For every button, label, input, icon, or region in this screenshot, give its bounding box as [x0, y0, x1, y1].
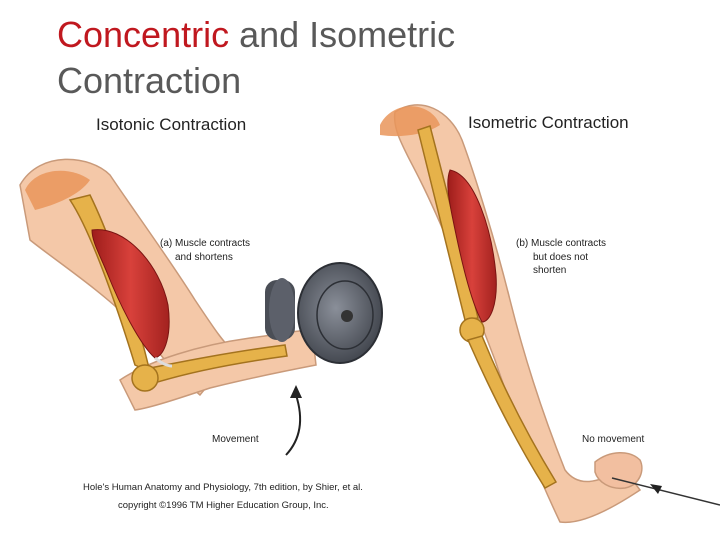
isotonic-caption-line1: (a) Muscle contracts — [160, 238, 250, 249]
isometric-caption-line2: but does not — [533, 252, 588, 263]
biceps-muscle — [447, 169, 497, 323]
title-line2: Contraction — [57, 60, 242, 101]
title-accent-word: Concentric — [57, 14, 230, 55]
isometric-heading: Isometric Contraction — [468, 113, 629, 132]
movement-arrowhead — [290, 385, 302, 398]
no-movement-arrowhead — [650, 484, 662, 494]
isotonic-heading: Isotonic Contraction — [96, 115, 246, 134]
dumbbell-weight — [265, 262, 383, 364]
radius-ulna-bones — [138, 344, 288, 386]
hand — [594, 452, 643, 490]
isotonic-arrow-label: Movement — [212, 434, 259, 445]
humerus-bone — [417, 125, 479, 321]
shoulder-cap — [25, 170, 90, 210]
credit-line2: copyright ©1996 TM Higher Education Grou… — [118, 500, 329, 511]
isometric-caption-line3: shorten — [533, 265, 566, 276]
title-rest-line1: and Isometric — [229, 14, 456, 55]
credit-line1: Hole's Human Anatomy and Physiology, 7th… — [83, 482, 363, 493]
isometric-caption-line1: (b) Muscle contracts — [516, 238, 606, 249]
isometric-arrow-label: No movement — [582, 434, 644, 445]
isotonic-caption-line2: and shortens — [175, 252, 233, 263]
radius-ulna-bones — [466, 335, 558, 489]
isometric-arm-illustration — [380, 104, 720, 524]
movement-arrow — [285, 394, 302, 456]
elbow-joint — [131, 364, 159, 392]
fixed-cable — [611, 477, 720, 506]
biceps-tendon — [154, 356, 173, 368]
isotonic-arm-illustration — [19, 158, 383, 456]
